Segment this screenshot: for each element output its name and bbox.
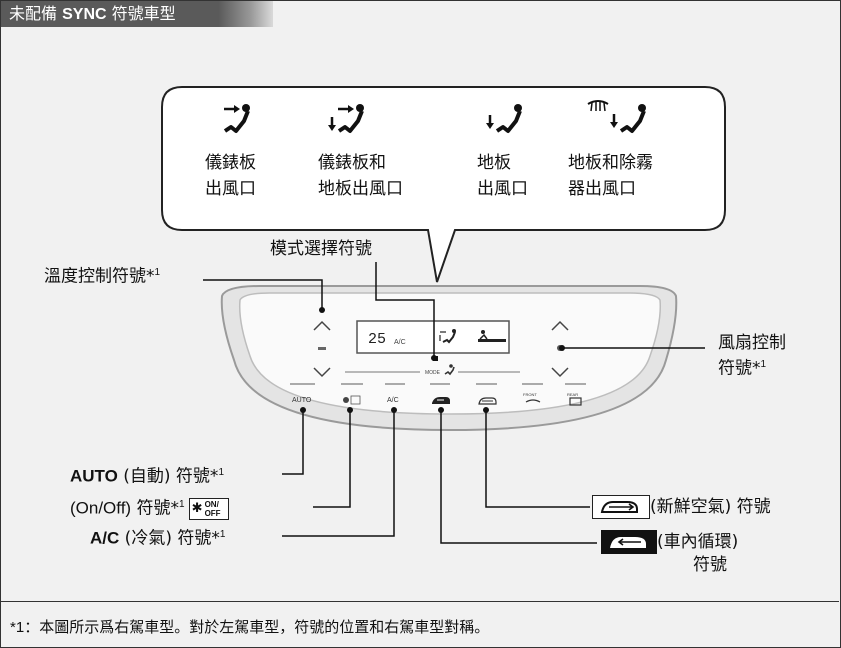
mode-button-icon[interactable] — [444, 364, 455, 376]
fresh-air-symbol-chip — [592, 495, 650, 519]
fresh-air-button-icon[interactable] — [478, 397, 497, 405]
display-mode-icon — [439, 329, 456, 344]
mode-button-label[interactable]: MODE — [425, 370, 441, 376]
recirculation-callout-label: (車內循環) 符號 — [601, 530, 738, 576]
recirculation-callout-label-line2: 符號 — [693, 555, 727, 575]
recirculation-button-icon[interactable] — [432, 397, 450, 404]
ac-button[interactable]: A/C — [387, 397, 399, 404]
auto-button[interactable]: AUTO — [292, 397, 312, 404]
header-title: 未配備 SYNC 符號車型 — [9, 4, 176, 23]
dash-floor-vent-icon — [328, 104, 364, 133]
footnote: *1：本圖所示爲右駕車型。對於左駕車型，符號的位置和右駕車型對稱。 — [10, 618, 490, 636]
display-fan-level-icon — [478, 330, 506, 342]
temp-indicator — [318, 347, 326, 350]
front-defrost-button[interactable]: FRONT — [523, 392, 541, 403]
recirculation-icon — [610, 537, 646, 548]
floor-vent-icon — [486, 104, 522, 133]
fan-onoff-button[interactable] — [343, 395, 361, 405]
fan-control-label: 風扇控制 符號*1 — [718, 333, 786, 379]
mode-label-dash-floor: 儀錶板和地板出風口 — [318, 153, 403, 199]
header-bar: 未配備 SYNC 符號車型 — [1, 1, 273, 27]
temp-up-button[interactable] — [313, 320, 331, 331]
mode-select-label: 模式選擇符號 — [270, 239, 372, 259]
recirculation-symbol-chip — [601, 530, 657, 554]
fan-up-button[interactable] — [551, 320, 569, 331]
floor-defrost-vent-icon — [587, 100, 646, 133]
temp-down-button[interactable] — [313, 367, 331, 378]
mode-label-floor: 地板出風口 — [477, 153, 528, 199]
panel-display — [356, 320, 510, 354]
mode-label-floor-defrost: 地板和除霧器出風口 — [568, 153, 653, 199]
mode-callout-bubble — [161, 86, 726, 283]
fan-onoff-symbol-chip: ✱ON/OFF — [188, 497, 229, 520]
display-temp: 25 — [368, 331, 386, 348]
mode-label-dash: 儀錶板出風口 — [205, 153, 256, 199]
svg-text:FRONT: FRONT — [523, 392, 537, 397]
temp-control-label: 溫度控制符號*1 — [44, 266, 161, 287]
onoff-callout-label: (On/Off) 符號*1✱ON/OFF — [70, 494, 229, 520]
auto-callout-label: AUTO (自動) 符號*1 — [70, 466, 224, 487]
fresh-air-icon — [600, 501, 638, 513]
leader-lines — [203, 262, 705, 544]
dash-vent-icon — [223, 104, 250, 133]
climate-control-panel — [220, 285, 678, 432]
fan-down-button[interactable] — [551, 367, 569, 378]
footnote-divider — [0, 601, 839, 602]
ac-callout-label: A/C (冷氣) 符號*1 — [90, 528, 226, 549]
svg-text:REAR: REAR — [567, 392, 578, 397]
fresh-air-callout-label: (新鮮空氣) 符號 — [592, 495, 771, 519]
leader-dots — [300, 307, 565, 413]
rear-defrost-button[interactable]: REAR — [567, 392, 582, 406]
display-ac-indicator: A/C — [394, 339, 406, 346]
